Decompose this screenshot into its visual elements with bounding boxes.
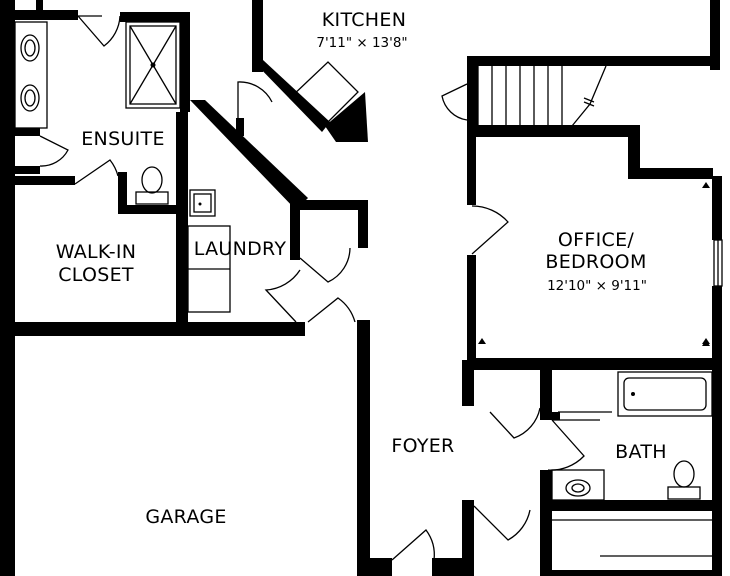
room-labels: KITCHEN 7'11" × 13'8" ENSUITE WALK-IN CL… <box>56 9 667 528</box>
garage-label: GARAGE <box>145 506 226 528</box>
walk-in-closet-label-2: CLOSET <box>58 264 134 286</box>
fixtures <box>14 21 723 557</box>
stairs <box>477 65 607 127</box>
foyer-label: FOYER <box>391 435 454 457</box>
ensuite-label: ENSUITE <box>81 128 165 150</box>
bath-label: BATH <box>615 441 667 463</box>
office-bedroom-label: OFFICE/ <box>558 229 634 251</box>
office-bedroom-size: 12'10" × 9'11" <box>547 278 647 294</box>
kitchen-size: 7'11" × 13'8" <box>316 35 407 51</box>
kitchen-label: KITCHEN <box>322 9 406 31</box>
office-bedroom-label-2: BEDROOM <box>545 251 646 273</box>
walk-in-closet-label: WALK-IN <box>56 241 137 263</box>
doors <box>39 15 612 561</box>
laundry-label: LAUNDRY <box>194 238 287 260</box>
